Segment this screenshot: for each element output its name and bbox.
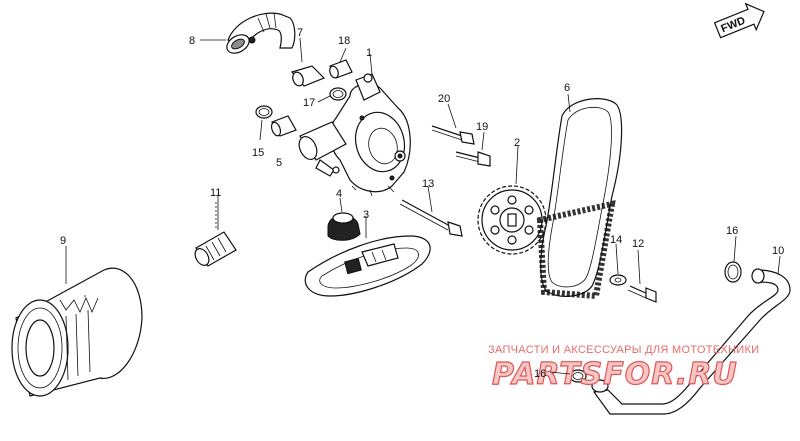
part-6-drive-chain bbox=[536, 98, 623, 300]
callout-14: 14 bbox=[610, 234, 622, 246]
part-16-o-ring-upper bbox=[724, 261, 742, 283]
part-17-o-ring bbox=[329, 87, 347, 101]
part-4-strainer-cap bbox=[327, 212, 361, 241]
part-5-collar bbox=[270, 115, 297, 137]
callout-3: 3 bbox=[363, 209, 369, 221]
callout-12: 12 bbox=[632, 238, 644, 250]
callout-2: 2 bbox=[514, 137, 520, 149]
callout-8: 8 bbox=[189, 35, 195, 47]
part-18-pipe bbox=[329, 59, 353, 79]
callout-10: 10 bbox=[772, 245, 784, 257]
callout-13: 13 bbox=[422, 178, 434, 190]
part-13-bolt bbox=[399, 199, 463, 237]
part-10-oil-pipe bbox=[591, 268, 791, 415]
callout-20: 20 bbox=[438, 93, 450, 105]
callout-19: 19 bbox=[476, 121, 488, 133]
part-8-elbow-hose bbox=[226, 12, 296, 54]
part-20-bolt bbox=[431, 125, 475, 145]
callout-15: 15 bbox=[252, 147, 264, 159]
callout-17: 17 bbox=[303, 97, 315, 109]
part-14-washer bbox=[609, 274, 627, 286]
callout-4: 4 bbox=[336, 188, 342, 200]
watermark: ЗАПЧАСТИ И АКСЕССУАРЫ ДЛЯ МОТОТЕХНИКИ PA… bbox=[488, 344, 759, 393]
callout-11: 11 bbox=[210, 187, 221, 199]
part-15-o-ring bbox=[255, 105, 273, 119]
part-19-bolt bbox=[455, 151, 491, 167]
callout-5: 5 bbox=[276, 157, 282, 169]
callout-labels: 8 7 18 1 17 15 5 20 19 2 6 13 4 3 11 9 1… bbox=[60, 27, 784, 380]
part-3-oil-strainer bbox=[304, 235, 431, 297]
callout-16-lower: 16 bbox=[534, 368, 546, 380]
part-12-bolt bbox=[627, 285, 657, 303]
callout-18: 18 bbox=[338, 35, 350, 47]
part-1-oil-pump bbox=[298, 73, 411, 197]
part-9-oil-filter bbox=[11, 267, 143, 397]
callout-9: 9 bbox=[60, 235, 66, 247]
leader-lines bbox=[65, 37, 781, 375]
part-2-sprocket bbox=[477, 185, 547, 255]
watermark-logo: PARTSFOR.RU bbox=[492, 357, 738, 392]
callout-6: 6 bbox=[564, 82, 570, 94]
watermark-caption: ЗАПЧАСТИ И АКСЕССУАРЫ ДЛЯ МОТОТЕХНИКИ bbox=[488, 344, 759, 356]
part-7-pipe bbox=[290, 65, 326, 87]
callout-7: 7 bbox=[297, 27, 303, 39]
forward-direction-arrow: FWD bbox=[713, 2, 765, 39]
part-11-fitting bbox=[194, 200, 237, 267]
callout-16-upper: 16 bbox=[726, 225, 738, 237]
callout-1: 1 bbox=[366, 47, 372, 59]
part-16-o-ring-lower bbox=[569, 369, 587, 383]
